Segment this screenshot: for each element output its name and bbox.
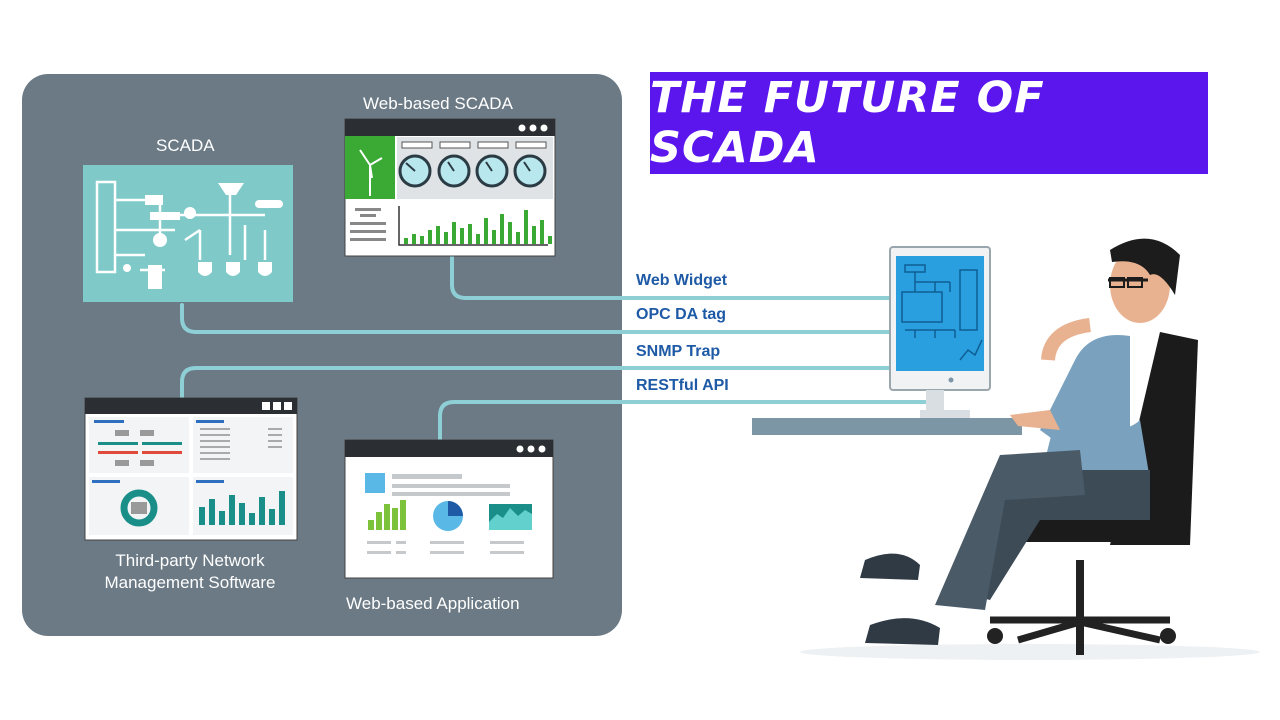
connector-web-widget	[450, 253, 892, 300]
decorative-bar	[460, 228, 464, 244]
web-app-label: Web-based Application	[346, 594, 520, 613]
decorative-bar	[548, 236, 552, 244]
title-banner: THE FUTURE OF SCADA	[650, 72, 1208, 174]
person-at-desk-illustration	[800, 238, 1260, 660]
third-party-label-line1: Third-party Network	[115, 551, 265, 570]
decorative-bar	[209, 499, 215, 525]
decorative-bar	[444, 232, 448, 244]
decorative-bar	[376, 512, 382, 530]
decorative-bar	[532, 226, 536, 244]
web-application-window	[344, 439, 554, 579]
decorative-bar	[516, 232, 520, 244]
decorative-bar	[436, 226, 440, 244]
decorative-bar	[500, 214, 504, 244]
banner-title: THE FUTURE OF SCADA	[650, 73, 1045, 173]
monitor-icon	[752, 246, 1022, 435]
decorative-bar	[219, 511, 225, 525]
network-software-window	[84, 397, 298, 541]
third-party-label-line2: Management Software	[104, 573, 276, 592]
scada-screen-icon	[83, 165, 293, 302]
decorative-bar	[384, 504, 390, 530]
decorative-bar	[249, 513, 255, 525]
decorative-bar	[269, 509, 275, 525]
protocol-opc-da-tag: OPC DA tag	[636, 306, 727, 323]
web-scada-window	[344, 118, 556, 257]
decorative-bar	[392, 508, 398, 530]
decorative-bar	[412, 234, 416, 244]
protocol-web-widget: Web Widget	[636, 272, 728, 289]
decorative-bar	[420, 236, 424, 244]
decorative-bar	[428, 230, 432, 244]
scada-label: SCADA	[156, 136, 215, 155]
decorative-bar	[484, 218, 488, 244]
decorative-bar	[508, 222, 512, 244]
decorative-bar	[229, 495, 235, 525]
decorative-bar	[524, 210, 528, 244]
decorative-bar	[492, 230, 496, 244]
protocol-snmp-trap: SNMP Trap	[636, 343, 721, 360]
decorative-bar	[368, 520, 374, 530]
decorative-bar	[476, 234, 480, 244]
decorative-bar	[540, 220, 544, 244]
decorative-bar	[239, 503, 245, 525]
connector-restful	[438, 400, 927, 442]
connector-snmp	[180, 366, 892, 400]
decorative-bar	[259, 497, 265, 525]
decorative-bar	[468, 224, 472, 244]
decorative-bar	[400, 500, 406, 530]
decorative-bar	[199, 507, 205, 525]
decorative-bar	[279, 491, 285, 525]
decorative-bar	[404, 238, 408, 244]
decorative-bar	[452, 222, 456, 244]
web-scada-label: Web-based SCADA	[363, 94, 513, 113]
connector-opc-da	[180, 303, 892, 334]
protocol-restful-api: RESTful API	[636, 377, 729, 394]
